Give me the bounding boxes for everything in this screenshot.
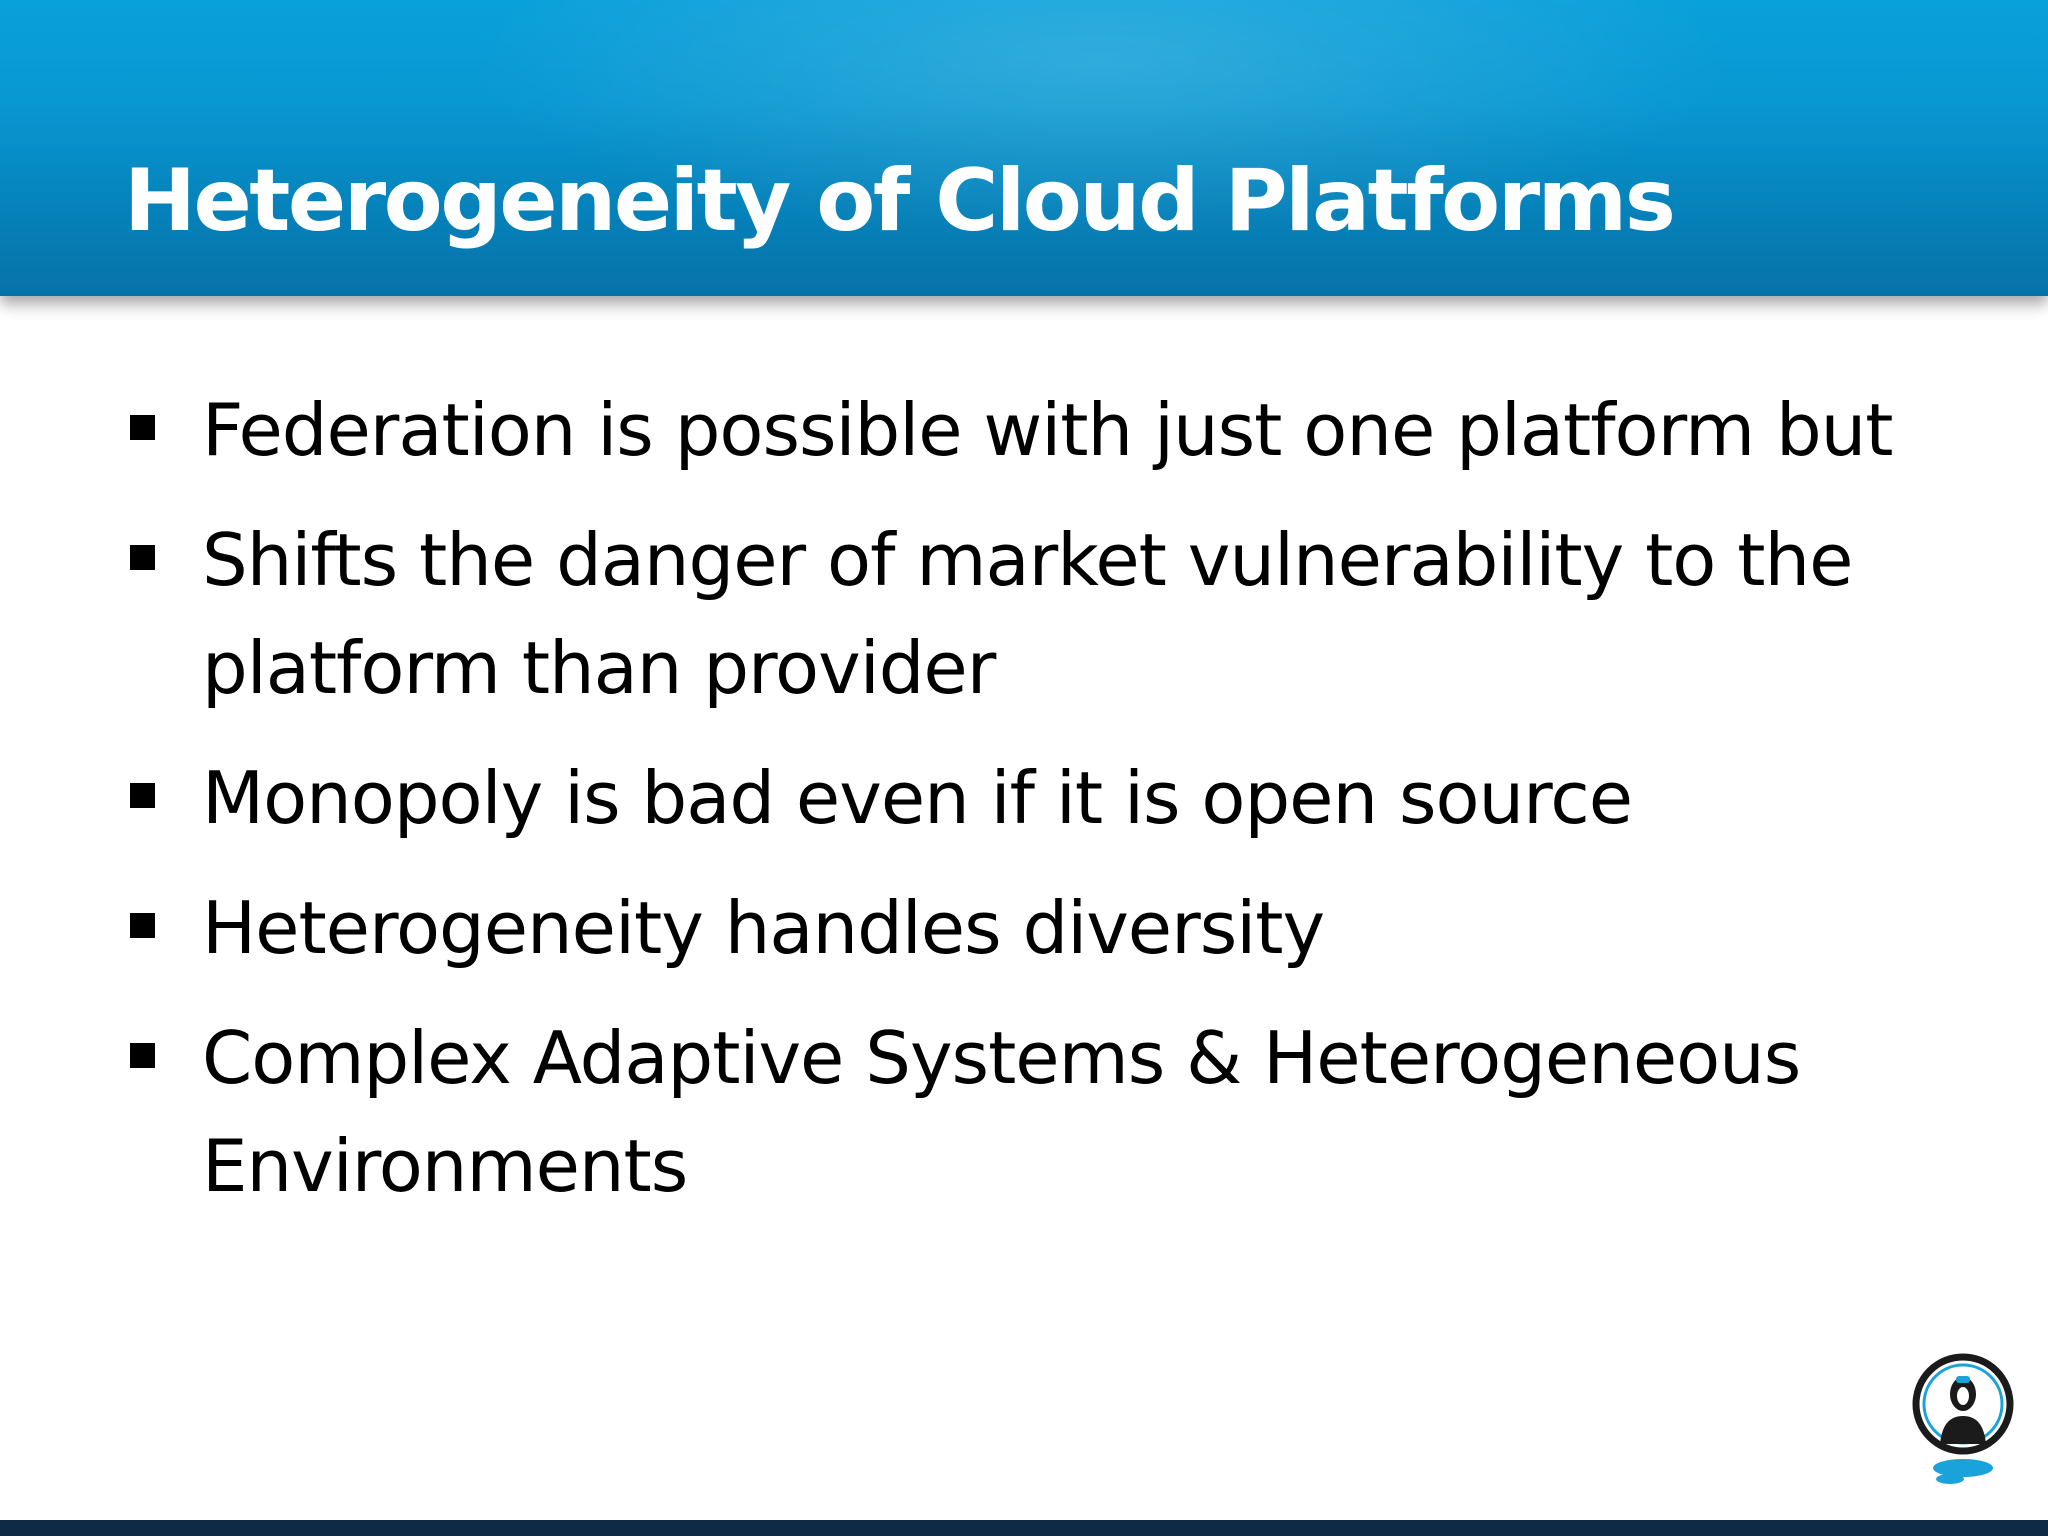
square-bullet-icon xyxy=(130,783,155,808)
bullet-item: Monopoly is bad even if it is open sourc… xyxy=(128,744,1928,852)
title-banner-highlight xyxy=(0,0,2048,296)
square-bullet-icon xyxy=(130,415,155,440)
bullet-text: Monopoly is bad even if it is open sourc… xyxy=(202,756,1633,840)
bullet-text: Federation is possible with just one pla… xyxy=(202,388,1894,472)
slide-title: Heterogeneity of Cloud Platforms xyxy=(124,151,1676,251)
person-in-circle-logo-icon xyxy=(1908,1346,2018,1486)
title-banner xyxy=(0,0,2048,296)
bottom-bar xyxy=(0,1520,2048,1536)
bullet-item: Heterogeneity handles diversity xyxy=(128,874,1928,982)
bullet-text: Complex Adaptive Systems & Heterogeneous… xyxy=(202,1016,1801,1208)
bullet-text: Shifts the danger of market vulnerabilit… xyxy=(202,518,1853,710)
bullet-item: Shifts the danger of market vulnerabilit… xyxy=(128,506,1928,722)
bullet-item: Complex Adaptive Systems & Heterogeneous… xyxy=(128,1004,1928,1220)
bullet-text: Heterogeneity handles diversity xyxy=(202,886,1325,970)
square-bullet-icon xyxy=(130,1043,155,1068)
square-bullet-icon xyxy=(130,545,155,570)
bullet-list: Federation is possible with just one pla… xyxy=(128,376,1928,1242)
square-bullet-icon xyxy=(130,913,155,938)
bullet-item: Federation is possible with just one pla… xyxy=(128,376,1928,484)
